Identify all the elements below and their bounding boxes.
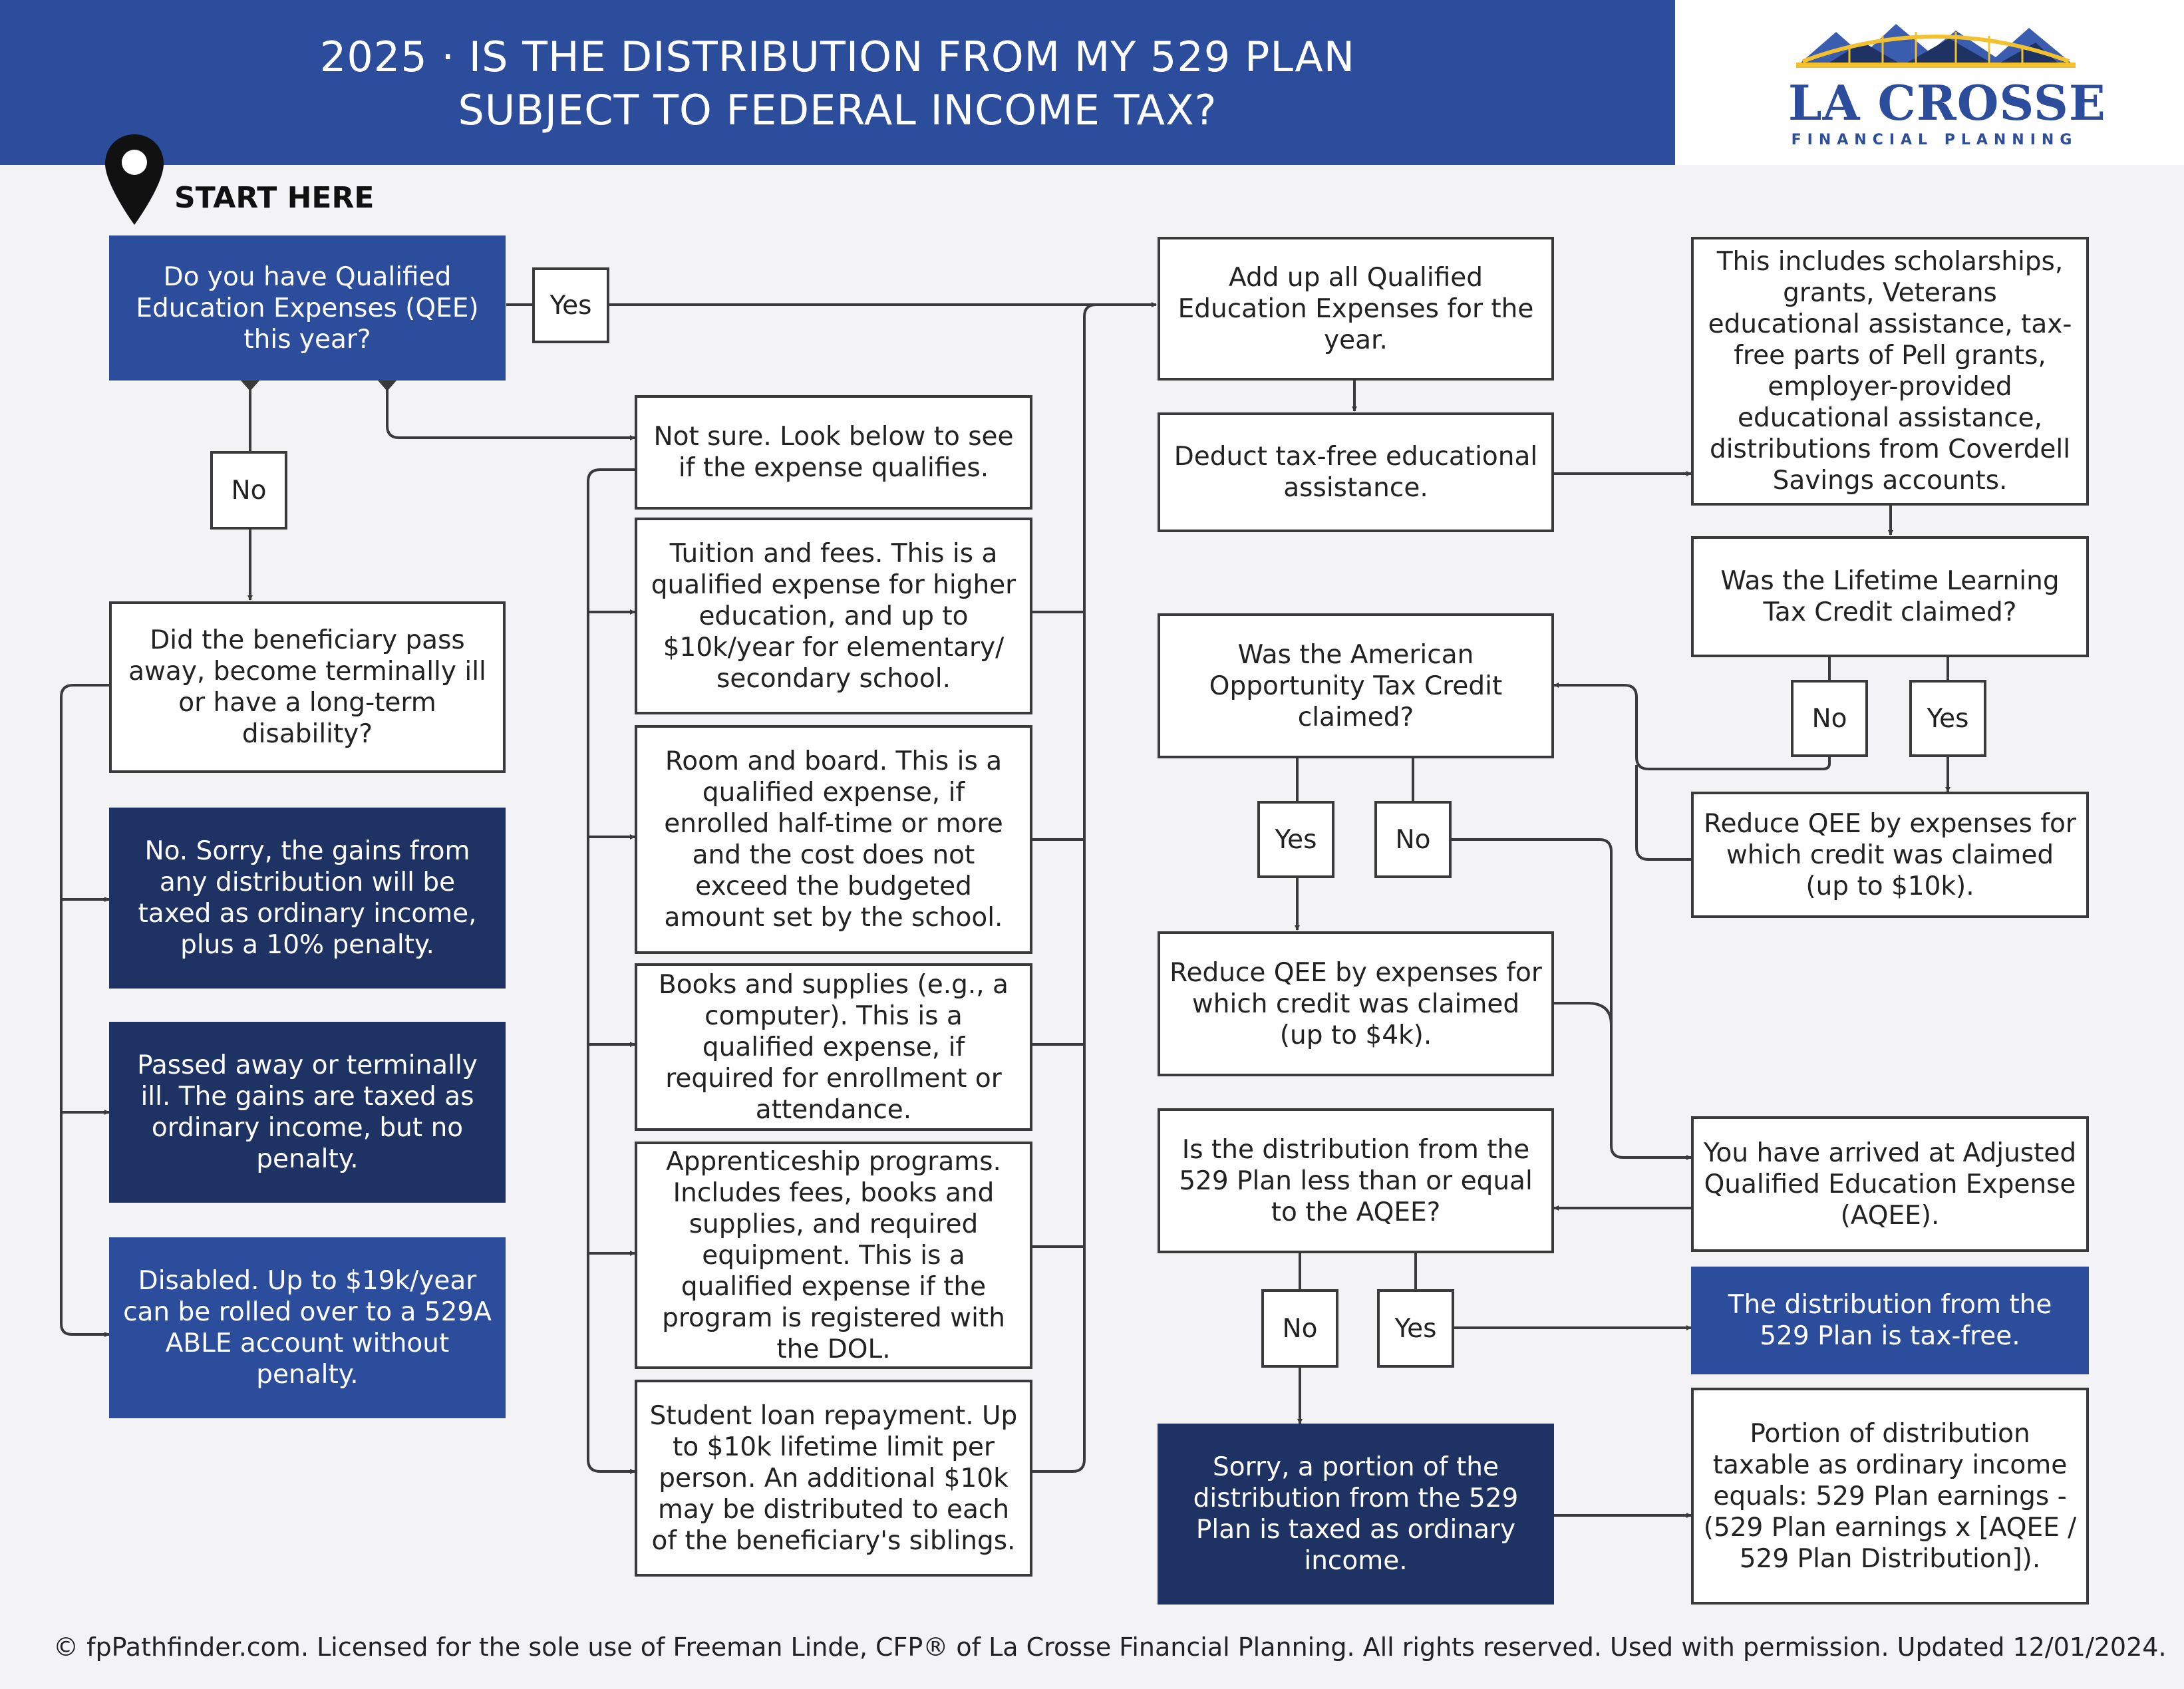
logo-area xyxy=(1675,0,2184,165)
logo-subtitle: FINANCIAL PLANNING xyxy=(1791,132,2078,148)
page-title: 2025 · IS THE DISTRIBUTION FROM MY 529 P… xyxy=(0,31,1675,137)
result-portion-taxed: Sorry, a portion of the distribution fro… xyxy=(1158,1424,1554,1605)
answer-yes-qee: Yes xyxy=(532,267,609,343)
question-distribution-vs-aqee: Is the distribution from the 529 Plan le… xyxy=(1158,1108,1554,1253)
result-no-penalty-box: No. Sorry, the gains from any distributi… xyxy=(109,808,506,989)
step-arrived-aqee: You have arrived at Adjusted Qualified E… xyxy=(1691,1116,2089,1252)
header-banner xyxy=(0,0,1675,165)
question-qualified-expenses: Do you have Qualified Education Expenses… xyxy=(109,235,506,381)
expense-books: Books and supplies (e.g., a computer). T… xyxy=(635,963,1032,1131)
result-disabled: Disabled. Up to $19k/year can be rolled … xyxy=(109,1237,506,1418)
answer-yes-distribution: Yes xyxy=(1377,1289,1454,1368)
start-here-label: START HERE xyxy=(174,181,375,215)
title-line-2: SUBJECT TO FEDERAL INCOME TAX? xyxy=(458,86,1217,134)
answer-no-distribution: No xyxy=(1261,1289,1338,1368)
logo-name: LA CROSSE xyxy=(1788,75,2106,131)
result-passed-away: Passed away or terminally ill. The gains… xyxy=(109,1022,506,1203)
expense-tuition: Tuition and fees. This is a qualified ex… xyxy=(635,518,1032,714)
footer-copyright: © fpPathfinder.com. Licensed for the sol… xyxy=(53,1632,2167,1662)
question-lifetime-learning: Was the Lifetime Learning Tax Credit cla… xyxy=(1691,536,2089,657)
title-line-1: 2025 · IS THE DISTRIBUTION FROM MY 529 P… xyxy=(319,33,1356,81)
step-deduct-assistance: Deduct tax-free educational assistance. xyxy=(1158,412,1554,532)
note-includes-assistance: This includes scholarships, grants, Vete… xyxy=(1691,237,2089,506)
answer-no-lifetime: No xyxy=(1791,680,1868,757)
formula-taxable-portion: Portion of distribution taxable as ordin… xyxy=(1691,1388,2089,1605)
answer-no-qee: No xyxy=(210,451,287,530)
expense-student-loan: Student loan repayment. Up to $10k lifet… xyxy=(635,1380,1032,1577)
result-tax-free: The distribution from the 529 Plan is ta… xyxy=(1691,1267,2089,1374)
step-reduce-qee-4k: Reduce QEE by expenses for which credit … xyxy=(1158,931,1554,1076)
answer-no-aotc: No xyxy=(1374,801,1452,878)
step-reduce-qee-10k: Reduce QEE by expenses for which credit … xyxy=(1691,792,2089,918)
question-aotc: Was the American Opportunity Tax Credit … xyxy=(1158,613,1554,758)
expense-room-board: Room and board. This is a qualified expe… xyxy=(635,725,1032,954)
step-add-up-expenses: Add up all Qualified Education Expenses … xyxy=(1158,237,1554,381)
question-beneficiary-status: Did the beneficiary pass away, become te… xyxy=(109,601,506,773)
not-sure-box: Not sure. Look below to see if the expen… xyxy=(635,395,1032,510)
bridge-logo-icon xyxy=(1796,24,2076,68)
answer-yes-lifetime: Yes xyxy=(1909,680,1986,757)
answer-yes-aotc: Yes xyxy=(1257,801,1334,878)
expense-apprenticeship: Apprenticeship programs. Includes fees, … xyxy=(635,1142,1032,1369)
map-pin-icon xyxy=(105,134,164,225)
